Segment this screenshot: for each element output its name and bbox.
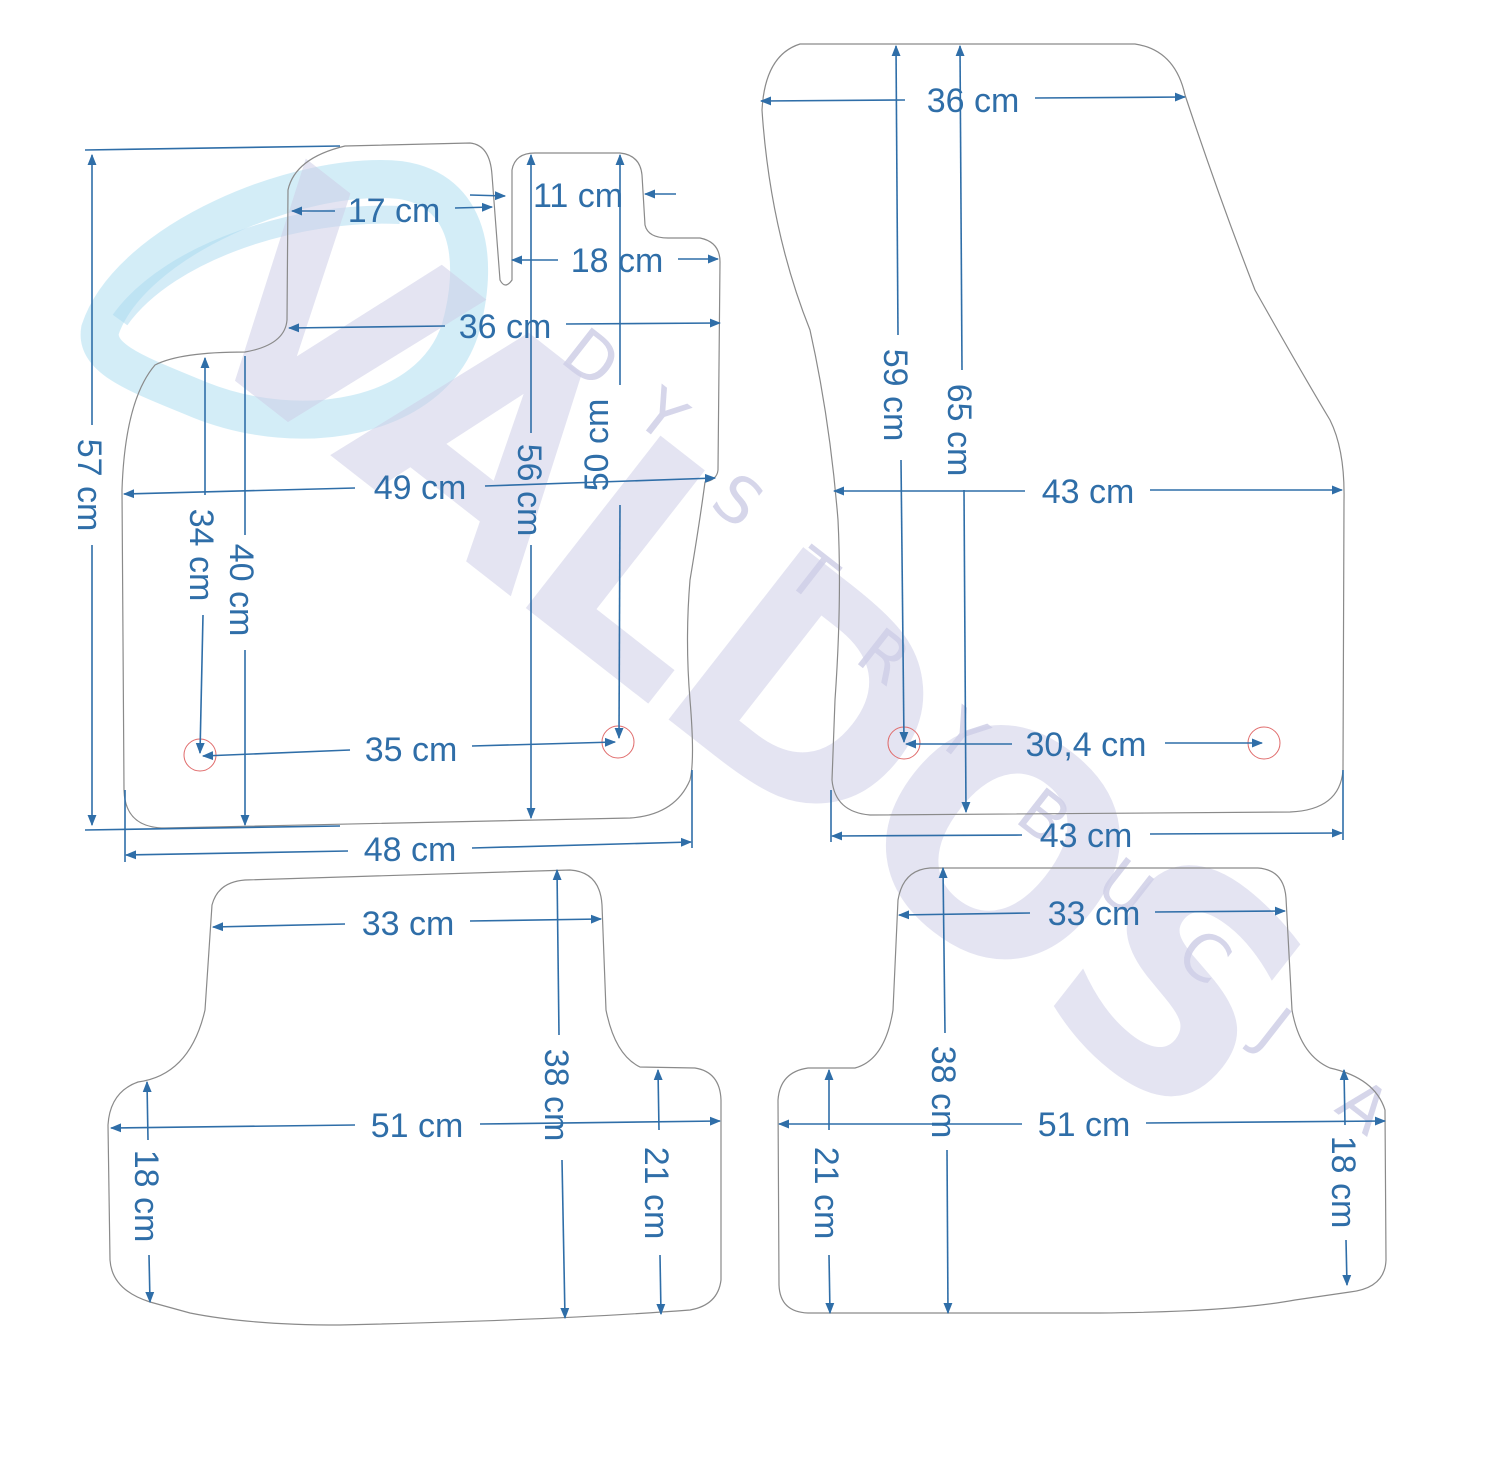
- dim-line: [656, 1254, 666, 1316]
- dim-label-17: 17 cm: [348, 192, 441, 230]
- dim-label-51: 51 cm: [1038, 1106, 1131, 1144]
- dim-line: [211, 922, 346, 932]
- dim-label-18: 18 cm: [127, 1150, 165, 1243]
- dim-label-57: 57 cm: [70, 439, 108, 532]
- dim-label-36: 36 cm: [459, 308, 552, 346]
- dim-line: [454, 202, 494, 212]
- dim-line: [961, 489, 971, 814]
- dim-line: [84, 145, 341, 151]
- dim-label-40: 40 cm: [222, 544, 260, 637]
- dim-label-50: 50 cm: [578, 399, 616, 492]
- dim-label-21: 21 cm: [637, 1147, 675, 1240]
- dim-label-36: 36 cm: [927, 82, 1020, 120]
- dim-line: [552, 868, 562, 1036]
- mat-rear-left: 33 cm 38 cm 51 cm 18 cm 21 cm: [107, 868, 722, 1326]
- dim-label-21: 21 cm: [807, 1147, 845, 1240]
- dim-label-11: 11 cm: [533, 177, 623, 215]
- dim-label-56: 56 cm: [510, 444, 548, 537]
- dim-line: [145, 1254, 155, 1304]
- dim-line: [122, 487, 356, 499]
- watermark: VALDOS D Y S T R Y B U C J A: [80, 111, 1403, 1183]
- dim-line: [614, 504, 624, 740]
- dim-line: [142, 1080, 152, 1141]
- dim-line: [653, 1068, 663, 1131]
- dim-line: [759, 96, 906, 106]
- mat-front-right-outline: [761, 43, 1345, 816]
- mat-front-left-outline: [121, 142, 721, 829]
- dim-label-18: 18 cm: [571, 242, 664, 280]
- mat-front-right: 36 cm 59 cm 65 cm 43 cm 30,4 cm 43 cm: [759, 43, 1345, 855]
- dim-line: [899, 459, 909, 744]
- dim-label-18: 18 cm: [1324, 1136, 1362, 1229]
- dim-label-33: 33 cm: [362, 905, 455, 943]
- dim-line: [955, 44, 965, 371]
- dim-line: [565, 318, 722, 328]
- dim-line: [1342, 1239, 1352, 1287]
- dim-line: [484, 473, 717, 487]
- dim-line: [825, 1254, 835, 1315]
- dim-line: [1154, 906, 1287, 916]
- dim-label-33: 33 cm: [1048, 895, 1141, 933]
- watermark-brand-text: VALDOS: [126, 111, 1362, 1183]
- dim-label-59: 59 cm: [876, 349, 914, 442]
- dim-line: [471, 737, 617, 747]
- mat-rear-right-outline: [777, 867, 1387, 1314]
- dim-label-51: 51 cm: [371, 1107, 464, 1145]
- dim-line: [287, 323, 446, 333]
- dim-label-38: 38 cm: [924, 1046, 962, 1139]
- dim-label-34: 34 cm: [182, 509, 220, 602]
- mat-rear-left-outline: [107, 869, 722, 1326]
- dim-line: [938, 866, 948, 1034]
- dim-label-38: 38 cm: [537, 1049, 575, 1142]
- dim-line: [897, 910, 1031, 920]
- mat-rear-right: 33 cm 38 cm 51 cm 21 cm 18 cm: [777, 866, 1387, 1315]
- dim-line: [84, 825, 341, 831]
- dim-line: [891, 44, 901, 336]
- dim-line: [471, 837, 693, 849]
- dim-label-48: 48 cm: [364, 831, 457, 869]
- dim-line: [201, 749, 351, 761]
- dim-line: [124, 850, 349, 860]
- dim-line: [830, 831, 1023, 841]
- dim-label-30-4: 30,4 cm: [1026, 726, 1147, 764]
- watermark-swoosh-icon: [80, 160, 489, 439]
- dim-line: [1149, 828, 1344, 838]
- dim-line: [560, 1159, 570, 1320]
- dim-line: [469, 191, 507, 201]
- mat-front-left: 57 cm 17 cm 11 cm 18 cm 36 cm 49 cm 56 c…: [70, 142, 722, 869]
- dim-label-43-bottom: 43 cm: [1040, 817, 1133, 855]
- dim-line: [195, 614, 205, 755]
- dim-line: [109, 1123, 356, 1133]
- dim-line: [1339, 1068, 1349, 1126]
- dim-line: [469, 914, 603, 924]
- dim-label-43-mid: 43 cm: [1042, 473, 1135, 511]
- dim-label-49: 49 cm: [374, 469, 467, 507]
- dim-line: [943, 1149, 953, 1315]
- dim-line: [1034, 92, 1187, 102]
- dim-line: [479, 1116, 722, 1126]
- dim-label-65: 65 cm: [940, 384, 978, 477]
- dim-label-35: 35 cm: [365, 731, 458, 769]
